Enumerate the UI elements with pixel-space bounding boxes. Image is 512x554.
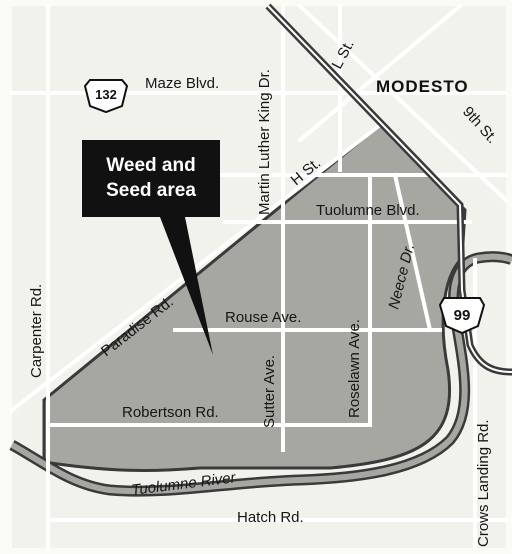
city-label-modesto: MODESTO (376, 77, 469, 96)
route-99-label: 99 (454, 307, 471, 324)
paradise-rd-road (9, 122, 383, 413)
callout-box (82, 140, 220, 217)
label-rouse-ave: Rouse Ave. (225, 309, 301, 326)
label-sutter-ave: Sutter Ave. (261, 355, 278, 428)
callout-line-2: Seed area (106, 180, 196, 201)
neece-dr-road (392, 172, 433, 333)
route-132-shield: 132 (83, 79, 129, 114)
weed-and-seed-callout: Weed and Seed area (82, 140, 220, 355)
label-maze-blvd: Maze Blvd. (145, 75, 219, 92)
callout-line-1: Weed and (106, 155, 195, 176)
route-99-shield: 99 (438, 297, 486, 335)
callout-pointer (160, 217, 213, 355)
label-robertson-rd: Robertson Rd. (122, 404, 219, 421)
label-tuolumne-blvd: Tuolumne Blvd. (316, 202, 420, 219)
label-roselawn-ave: Roselawn Ave. (346, 319, 363, 418)
weed-and-seed-area (42, 122, 467, 472)
label-crows-landing-rd: Crows Landing Rd. (475, 419, 492, 547)
route-132-label: 132 (95, 87, 117, 102)
l-st-road (297, 3, 463, 143)
label-mlk-dr: Martin Luther King Dr. (256, 69, 273, 215)
ninth-st-road (297, 3, 509, 203)
label-carpenter-rd: Carpenter Rd. (28, 284, 45, 378)
label-hatch-rd: Hatch Rd. (237, 509, 304, 526)
road-network (9, 3, 509, 550)
tuolumne-river (10, 253, 512, 495)
